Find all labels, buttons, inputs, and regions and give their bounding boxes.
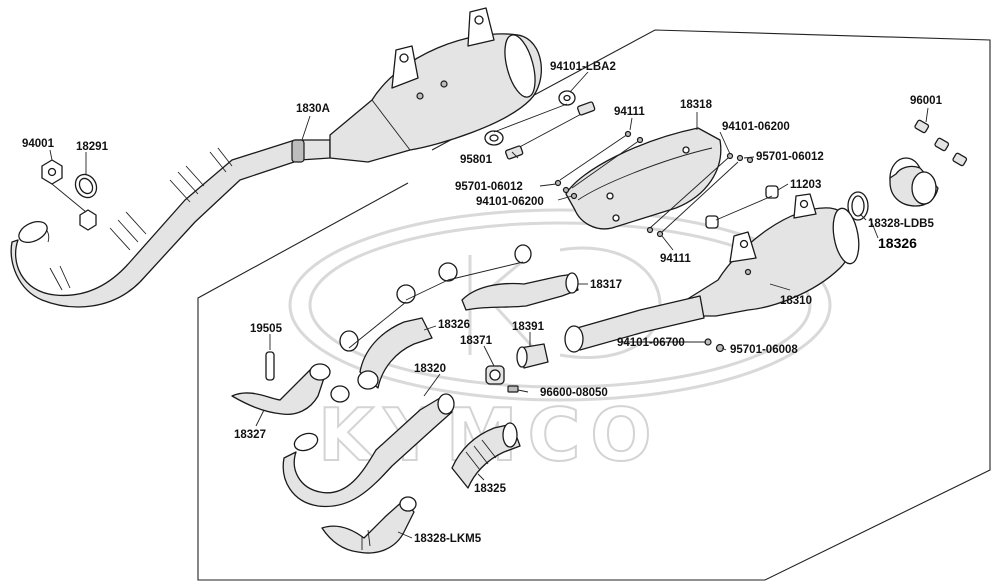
- label-18371: 18371: [460, 335, 493, 347]
- part-labels: 1830A 94001 18291 94101-LBA2 94111 18318…: [22, 61, 943, 545]
- part-18327-header: [231, 363, 331, 416]
- label-18310: 18310: [780, 295, 812, 307]
- part-18325-flex: [451, 422, 521, 489]
- part-18291-gasket: [74, 173, 98, 199]
- part-end-cap: [889, 157, 939, 207]
- part-18320-pipe: [282, 393, 455, 508]
- label-94101-06700: 94101-06700: [617, 337, 685, 349]
- part-95801-bolt: [505, 145, 524, 160]
- label-18391: 18391: [512, 321, 545, 333]
- label-94111-bottom: 94111: [660, 253, 691, 265]
- label-18325: 18325: [474, 483, 507, 495]
- label-18320: 18320: [414, 363, 446, 375]
- label-18291: 18291: [76, 141, 109, 153]
- part-18391-collar: [516, 343, 549, 369]
- label-18327: 18327: [234, 429, 266, 441]
- label-96001: 96001: [910, 95, 943, 107]
- label-assembly-18326: 18326: [878, 235, 917, 251]
- label-18318: 18318: [680, 99, 713, 111]
- label-18328-lkm5: 18328-LKM5: [414, 533, 482, 545]
- part-clamps-chain: [330, 244, 532, 403]
- label-18326: 18326: [438, 319, 470, 331]
- part-94001-nut: [41, 159, 97, 231]
- label-96600-08050: 96600-08050: [540, 387, 608, 399]
- part-19505-spring: [265, 351, 275, 381]
- label-95801: 95801: [460, 154, 493, 166]
- leader-lines: [49, 71, 929, 539]
- part-18328-lkm5-header: [321, 496, 417, 554]
- label-18328-ldb5: 18328-LDB5: [868, 218, 934, 230]
- label-18317: 18317: [590, 279, 622, 291]
- part-bolt-upper: [577, 101, 596, 116]
- part-18326-pipe: [357, 317, 433, 390]
- label-94101-lba2: 94101-LBA2: [550, 61, 616, 73]
- label-95701-06012-l: 95701-06012: [455, 181, 523, 193]
- part-94111-bolts: [554, 130, 754, 238]
- part-96001-bolts: [914, 119, 968, 167]
- part-18371-clamp: [485, 365, 519, 393]
- label-95701-06012-r: 95701-06012: [756, 151, 824, 163]
- label-1830a: 1830A: [296, 103, 330, 115]
- part-11203-grommets: [705, 185, 779, 229]
- assembled-exhaust: [10, 7, 542, 308]
- label-94001: 94001: [22, 138, 55, 150]
- label-95701-06008: 95701-06008: [730, 344, 798, 356]
- label-11203: 11203: [790, 179, 821, 191]
- label-94111-top: 94111: [614, 106, 645, 118]
- part-18310-muffler: [685, 193, 860, 317]
- assembly-frame: [197, 29, 991, 581]
- label-94101-06200-l: 94101-06200: [476, 196, 544, 208]
- label-19505: 19505: [250, 323, 283, 335]
- part-small-nuts: [704, 338, 725, 353]
- part-18328-ldb5-gasket: [847, 191, 869, 221]
- part-link-pipe: [564, 295, 705, 353]
- label-94101-06200-r: 94101-06200: [722, 121, 790, 133]
- part-18317-pipe: [461, 272, 579, 311]
- part-18318-heat-shield: [565, 127, 722, 230]
- part-94101-lba2-washer: [484, 90, 586, 151]
- pipe-ribs: [49, 147, 233, 291]
